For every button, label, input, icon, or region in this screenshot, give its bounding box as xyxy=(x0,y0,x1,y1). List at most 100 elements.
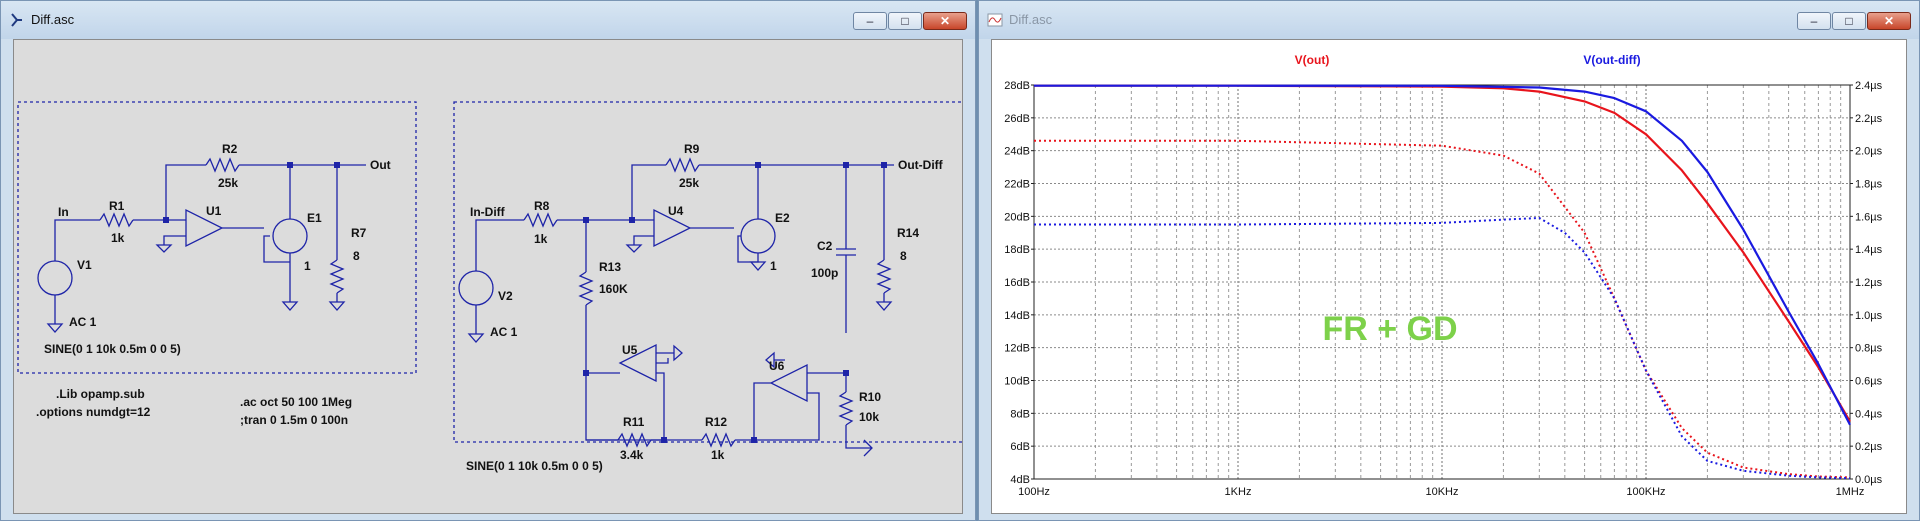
y-right-tick-label: 2.0µs xyxy=(1855,146,1883,158)
plot-annotation: FR + GD xyxy=(1322,310,1457,348)
net-label-out-diff: Out-Diff xyxy=(898,158,944,172)
c2-label: C2 xyxy=(817,239,833,253)
close-icon: ✕ xyxy=(1883,14,1895,28)
r8-label: R8 xyxy=(534,199,550,213)
v1-label: V1 xyxy=(77,258,92,272)
y-right-tick-label: 1.8µs xyxy=(1855,179,1883,191)
net-label-out: Out xyxy=(370,158,391,172)
r7-value: 8 xyxy=(353,249,360,263)
minimize-icon: – xyxy=(866,14,874,28)
r10-label: R10 xyxy=(859,390,881,404)
v1-ac: AC 1 xyxy=(69,315,97,329)
e1-value: 1 xyxy=(304,259,311,273)
waveform-icon xyxy=(987,13,1003,27)
schematic-window-title: Diff.asc xyxy=(31,12,75,27)
r14-value: 8 xyxy=(900,249,907,263)
x-tick-label: 1KHz xyxy=(1225,486,1252,498)
y-left-tick-label: 10dB xyxy=(1004,376,1030,388)
r13-value: 160K xyxy=(599,282,628,296)
maximize-button[interactable]: □ xyxy=(1832,12,1866,30)
directive-lib: .Lib opamp.sub xyxy=(56,387,145,401)
r11-value: 3.4k xyxy=(620,448,644,462)
legend-voutdiff[interactable]: V(out-diff) xyxy=(1583,53,1640,67)
schematic-window: Diff.asc – □ ✕ xyxy=(0,0,976,521)
y-left-tick-label: 28dB xyxy=(1004,80,1030,92)
y-left-tick-label: 20dB xyxy=(1004,211,1030,223)
r8-value: 1k xyxy=(534,232,548,246)
y-right-tick-label: 1.4µs xyxy=(1855,244,1883,256)
r9-value: 25k xyxy=(679,176,699,190)
u4-label: U4 xyxy=(668,204,684,218)
y-right-tick-label: 0.8µs xyxy=(1855,343,1883,355)
r12-value: 1k xyxy=(711,448,725,462)
y-right-tick-label: 0.0µs xyxy=(1855,474,1883,486)
legend-vout[interactable]: V(out) xyxy=(1295,53,1330,67)
r1-value: 1k xyxy=(111,231,125,245)
y-right-tick-label: 0.6µs xyxy=(1855,376,1883,388)
y-left-tick-label: 24dB xyxy=(1004,146,1030,158)
y-right-tick-label: 0.4µs xyxy=(1855,408,1883,420)
close-icon: ✕ xyxy=(939,14,951,28)
r11-label: R11 xyxy=(623,415,645,429)
x-tick-label: 1MHz xyxy=(1836,486,1865,498)
u5-label: U5 xyxy=(622,343,638,357)
e1-label: E1 xyxy=(307,211,322,225)
c2-value: 100p xyxy=(811,266,838,280)
maximize-icon: □ xyxy=(901,14,909,28)
y-right-tick-label: 1.6µs xyxy=(1855,211,1883,223)
y-left-tick-label: 12dB xyxy=(1004,343,1030,355)
y-right-tick-label: 2.2µs xyxy=(1855,113,1883,125)
plot-titlebar[interactable]: Diff.asc – □ ✕ xyxy=(979,1,1919,39)
minimize-button[interactable]: – xyxy=(853,12,887,30)
u1-label: U1 xyxy=(206,204,222,218)
y-left-tick-label: 6dB xyxy=(1010,441,1030,453)
y-left-tick-label: 18dB xyxy=(1004,244,1030,256)
bode-plot: 28dB26dB24dB22dB20dB18dB16dB14dB12dB10dB… xyxy=(1004,53,1882,498)
close-button[interactable]: ✕ xyxy=(923,12,967,30)
ltspice-schematic-icon xyxy=(11,13,22,27)
r1-label: R1 xyxy=(109,199,125,213)
r10-value: 10k xyxy=(859,410,879,424)
schematic-canvas[interactable]: In R1 1k R2 25k U1 E1 1 R7 8 Out V1 AC 1… xyxy=(13,39,963,514)
left-circuit-frame xyxy=(17,101,417,374)
e2-label: E2 xyxy=(775,211,790,225)
y-right-tick-label: 2.4µs xyxy=(1855,80,1883,92)
r7-label: R7 xyxy=(351,226,367,240)
y-left-tick-label: 4dB xyxy=(1010,474,1030,486)
v2-label: V2 xyxy=(498,289,513,303)
y-left-tick-label: 16dB xyxy=(1004,277,1030,289)
schematic-titlebar[interactable]: Diff.asc – □ ✕ xyxy=(1,1,975,39)
r2-label: R2 xyxy=(222,142,238,156)
magnitude-trace xyxy=(1034,84,1851,426)
u6-label: U6 xyxy=(769,359,785,373)
v2-ac: AC 1 xyxy=(490,325,518,339)
r9-label: R9 xyxy=(684,142,700,156)
net-label-in: In xyxy=(58,205,69,219)
plot-series xyxy=(1034,84,1851,480)
schematic-drawing: In R1 1k R2 25k U1 E1 1 R7 8 Out V1 AC 1… xyxy=(17,101,962,473)
r13-label: R13 xyxy=(599,260,621,274)
y-left-tick-label: 8dB xyxy=(1010,408,1030,420)
right-circuit-frame xyxy=(453,101,962,443)
v2-sine: SINE(0 1 10k 0.5m 0 0 5) xyxy=(466,459,603,473)
directive-tran: ;tran 0 1.5m 0 100n xyxy=(240,413,348,427)
plot-window-title: Diff.asc xyxy=(1009,12,1053,27)
net-label-in-diff: In-Diff xyxy=(470,205,506,219)
plot-grid xyxy=(1033,84,1851,480)
minimize-icon: – xyxy=(1810,14,1818,28)
r2-value: 25k xyxy=(218,176,238,190)
directive-ac: .ac oct 50 100 1Meg xyxy=(240,395,352,409)
y-right-tick-label: 1.0µs xyxy=(1855,310,1883,322)
v1-sine: SINE(0 1 10k 0.5m 0 0 5) xyxy=(44,342,181,356)
r12-label: R12 xyxy=(705,415,727,429)
directive-options: .options numdgt=12 xyxy=(36,405,151,419)
x-tick-label: 100KHz xyxy=(1626,486,1665,498)
maximize-button[interactable]: □ xyxy=(888,12,922,30)
close-button[interactable]: ✕ xyxy=(1867,12,1911,30)
e2-value: 1 xyxy=(770,259,777,273)
r14-label: R14 xyxy=(897,226,919,240)
plot-axes: 28dB26dB24dB22dB20dB18dB16dB14dB12dB10dB… xyxy=(1004,80,1882,498)
minimize-button[interactable]: – xyxy=(1797,12,1831,30)
